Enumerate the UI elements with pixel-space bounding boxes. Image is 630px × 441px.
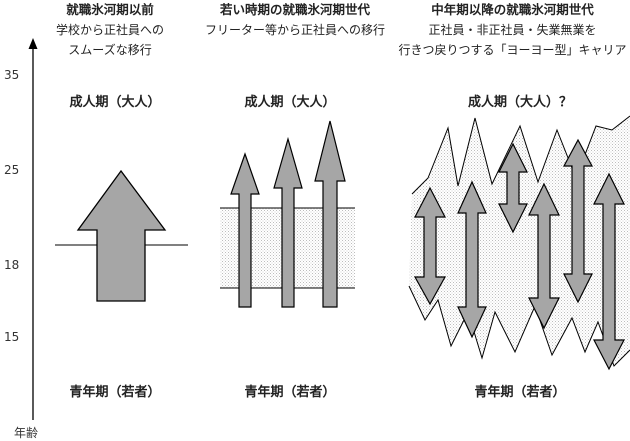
col3-upper-zigzag	[411, 115, 630, 195]
col2-arrow-3	[314, 120, 346, 308]
col3-bottom-label: 青年期（若者）	[474, 385, 566, 400]
col3-subtitle-2: 行きつ戻りつする「ヨーヨー型」キャリア	[398, 43, 627, 57]
col3-diagram	[408, 115, 630, 371]
col1-header: 就職氷河期以前 学校から正社員への スムーズな移行	[40, 0, 180, 60]
col3-title: 中年期以降の就職氷河期世代	[431, 2, 594, 17]
col3-arrow-6	[593, 172, 625, 371]
col2-top-label: 成人期（大人）	[244, 95, 336, 110]
col3-jagged-band	[409, 116, 630, 366]
col2-arrow-2	[273, 136, 303, 308]
col3-arrow-1	[413, 186, 447, 306]
tick-15: 15	[4, 330, 20, 344]
tick-18: 18	[4, 258, 20, 272]
col3-subtitle-1: 正社員・非正社員・失業無業を	[428, 23, 597, 37]
col1-title: 就職氷河期以前	[66, 2, 154, 17]
col1-subtitle-1: 学校から正社員への	[55, 23, 164, 37]
col2-header: 若い時期の就職氷河期世代 フリーター等から正社員への移行	[195, 0, 395, 40]
col3-top-label: 成人期（大人）？	[467, 95, 572, 110]
col2-title: 若い時期の就職氷河期世代	[219, 2, 370, 17]
axis-arrowhead-icon	[28, 38, 38, 49]
col2-subtitle-1: フリーター等から正社員への移行	[204, 23, 385, 37]
col3-lower-zigzag	[408, 285, 630, 367]
age-axis	[28, 38, 38, 420]
axis-label: 年齢	[14, 426, 39, 440]
col1-top-label: 成人期（大人）	[69, 95, 161, 110]
col1-bottom-label: 青年期（若者）	[69, 385, 161, 400]
col1-diagram	[55, 169, 188, 302]
col3-header: 中年期以降の就職氷河期世代 正社員・非正社員・失業無業を 行きつ戻りつする「ヨー…	[395, 0, 630, 60]
col1-big-arrow	[76, 169, 167, 302]
col2-diagram	[220, 120, 355, 308]
col3-arrow-3	[498, 142, 528, 234]
col1-subtitle-2: スムーズな移行	[68, 43, 152, 57]
col3-arrow-2	[457, 180, 487, 339]
tick-35: 35	[4, 68, 20, 82]
col2-bottom-label: 青年期（若者）	[244, 385, 336, 400]
col3-arrow-5	[562, 138, 594, 304]
tick-25: 25	[4, 163, 20, 177]
col3-arrow-4	[528, 182, 560, 330]
col2-arrow-1	[230, 152, 260, 308]
